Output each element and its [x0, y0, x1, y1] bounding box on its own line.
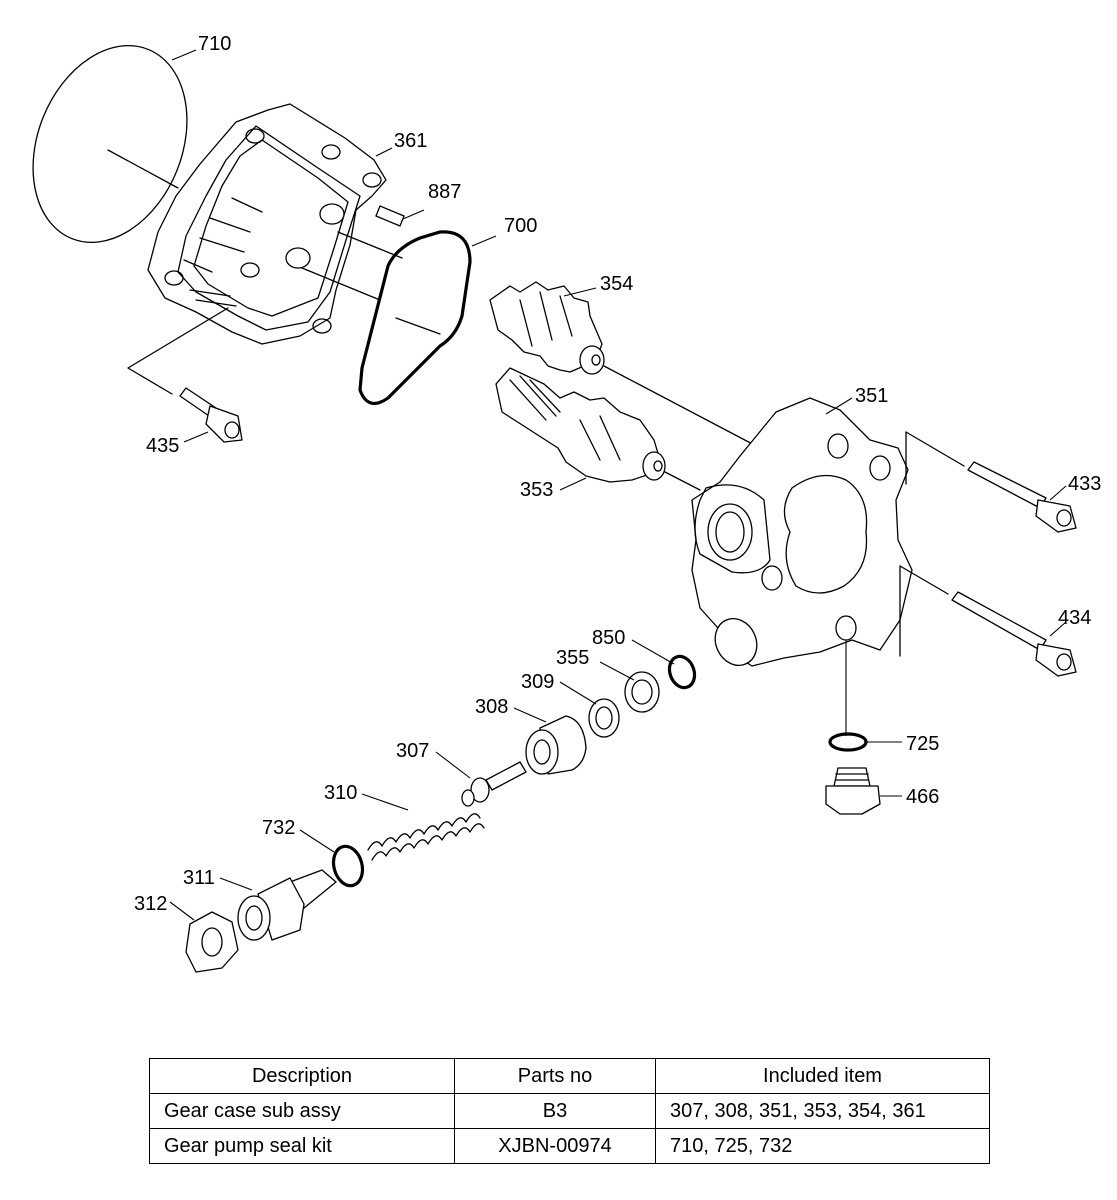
seal-ring — [714, 618, 758, 666]
o-ring-725 — [828, 732, 868, 752]
callout-354: 354 — [600, 273, 633, 295]
column-header-parts-no: Parts no — [454, 1058, 656, 1094]
column-header-included-item: Included item — [655, 1058, 990, 1094]
o-ring-710 — [32, 45, 188, 243]
plug-311 — [237, 869, 337, 941]
callout-700: 700 — [504, 215, 537, 237]
row-description: Gear case sub assy — [149, 1093, 455, 1129]
callout-labels: 710 361 887 700 354 351 435 353 433 434 … — [134, 33, 1101, 915]
snap-ring-850 — [667, 654, 697, 690]
gear-case-cover-361 — [147, 103, 387, 345]
callout-309: 309 — [521, 671, 554, 693]
row-parts-no: XJBN-00974 — [454, 1128, 656, 1164]
callout-710: 710 — [198, 33, 231, 55]
gear-case-body-351 — [691, 397, 913, 736]
row-parts-no: B3 — [454, 1093, 656, 1129]
callout-353: 353 — [520, 479, 553, 501]
callout-466: 466 — [906, 786, 939, 808]
sleeve-308 — [525, 715, 587, 775]
exploded-parts-diagram: 710 361 887 700 354 351 435 353 433 434 … — [32, 33, 1101, 973]
bearing-355 — [624, 671, 660, 713]
gasket-700 — [301, 230, 472, 406]
row-included-items: 710, 725, 732 — [655, 1128, 990, 1164]
callout-312: 312 — [134, 893, 167, 915]
callout-887: 887 — [428, 181, 461, 203]
row-description: Gear pump seal kit — [149, 1128, 455, 1164]
spring-310 — [367, 813, 485, 861]
drive-gear-353 — [495, 367, 701, 491]
pin-887 — [375, 205, 425, 227]
callout-351: 351 — [855, 385, 888, 407]
driven-gear-354 — [489, 281, 761, 449]
callout-310: 310 — [324, 782, 357, 804]
callout-307: 307 — [396, 740, 429, 762]
column-header-description: Description — [149, 1058, 455, 1094]
nut-312 — [185, 911, 239, 973]
washer-309 — [588, 698, 620, 738]
callout-311: 311 — [183, 867, 215, 889]
leader-lines — [169, 49, 1067, 921]
callout-433: 433 — [1068, 473, 1101, 495]
row-included-items: 307, 308, 351, 353, 354, 361 — [655, 1093, 990, 1129]
parts-table: Description Parts no Included item Gear … — [149, 1058, 990, 1164]
callout-355: 355 — [556, 647, 589, 669]
bolt-433 — [905, 431, 1077, 533]
bolt-434 — [899, 565, 1077, 677]
bolt-435 — [127, 307, 243, 443]
table-header-row: Description Parts no Included item — [149, 1058, 990, 1094]
callout-434: 434 — [1058, 607, 1091, 629]
o-ring-732 — [331, 844, 365, 888]
drain-plug-466 — [825, 767, 881, 815]
callout-308: 308 — [475, 696, 508, 718]
callout-732: 732 — [262, 817, 295, 839]
callout-361: 361 — [394, 130, 427, 152]
callout-850: 850 — [592, 627, 625, 649]
table-row: Gear pump seal kit XJBN-00974 710, 725, … — [149, 1128, 990, 1164]
callout-725: 725 — [906, 733, 939, 755]
poppet-307 — [461, 761, 527, 807]
table-row: Gear case sub assy B3 307, 308, 351, 353… — [149, 1093, 990, 1129]
callout-435: 435 — [146, 435, 179, 457]
